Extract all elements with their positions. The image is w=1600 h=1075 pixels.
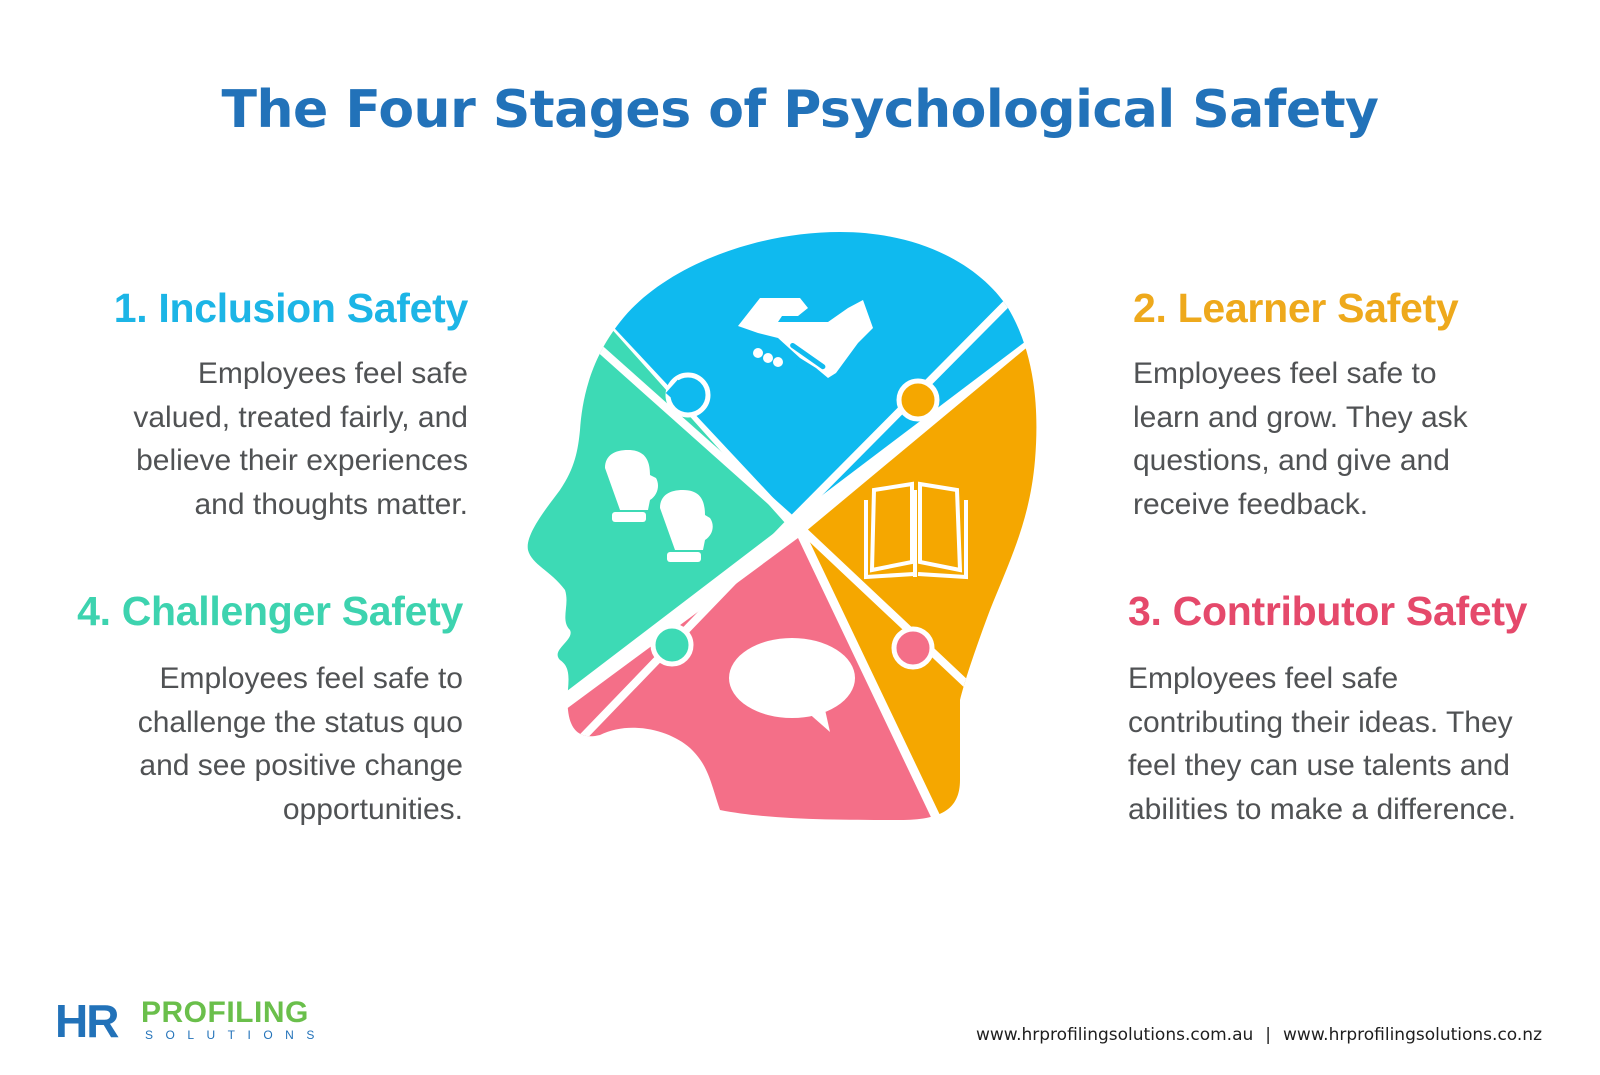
description-line: believe their experiences	[136, 444, 468, 477]
stage-heading: 1. Inclusion Safety	[113, 285, 469, 331]
stage-description: Employees feel safe contributing their i…	[1128, 657, 1588, 831]
puzzle-piece-contributor	[527, 538, 980, 820]
stage-challenger-safety: 4. Challenger Safety Employees feel safe…	[40, 588, 463, 831]
stage-heading: 4. Challenger Safety	[77, 588, 463, 634]
handshake-icon	[738, 298, 873, 379]
link-nz[interactable]: www.hrprofilingsolutions.co.nz	[1283, 1025, 1542, 1045]
description-line: questions, and give and	[1133, 444, 1450, 477]
link-au[interactable]: www.hrprofilingsolutions.com.au	[975, 1025, 1254, 1045]
puzzle-piece-learner	[805, 270, 1037, 820]
stage-contributor-safety: 3. Contributor Safety Employees feel saf…	[1128, 588, 1588, 831]
boxing-gloves-icon	[605, 450, 713, 562]
description-line: challenge the status quo	[137, 705, 463, 739]
speech-bubble-icon	[729, 638, 855, 732]
stage-learner-safety: 2. Learner Safety Employees feel safe to…	[1133, 285, 1573, 526]
page-title: The Four Stages of Psychological Safety	[221, 80, 1379, 140]
description-line: Employees feel safe to	[1133, 357, 1437, 390]
description-line: and thoughts matter.	[194, 487, 468, 521]
description-line: learn and grow. They ask	[1133, 400, 1468, 434]
open-book-icon	[864, 481, 968, 580]
footer-links: www.hrprofilingsolutions.com.au | www.hrpr…	[976, 1025, 1542, 1045]
description-line: receive feedback.	[1133, 487, 1369, 521]
link-separator: |	[1265, 1025, 1272, 1045]
description-line: opportunities.	[282, 792, 463, 826]
stage-inclusion-safety: 1. Inclusion Safety Employees feel safe …	[40, 285, 469, 526]
description-line: feel they can use talents and	[1128, 749, 1510, 782]
logo-solutions: SOLUTIONS	[145, 1028, 327, 1042]
logo-profiling: PROFILING	[141, 996, 309, 1029]
stage-description: Employees feel safe valued, treated fair…	[40, 352, 468, 526]
description-line: Employees feel safe	[1128, 662, 1399, 695]
stage-heading: 2. Learner Safety	[1133, 285, 1459, 331]
stage-heading: 3. Contributor Safety	[1128, 588, 1528, 634]
description-line: contributing their ideas. They	[1128, 705, 1513, 739]
stage-description: Employees feel safe to learn and grow. T…	[1133, 352, 1573, 526]
stage-description: Employees feel safe to challenge the sta…	[40, 657, 463, 831]
description-line: Employees feel safe to	[159, 662, 463, 695]
hr-profiling-logo: HR PROFILING SOLUTIONS	[55, 998, 325, 1050]
logo-hr: HR	[55, 995, 119, 1047]
description-line: and see positive change	[139, 749, 463, 782]
description-line: Employees feel safe	[197, 357, 468, 390]
description-line: abilities to make a difference.	[1128, 792, 1516, 826]
description-line: valued, treated fairly, and	[133, 400, 468, 434]
puzzle-head-graphic	[527, 232, 1037, 820]
